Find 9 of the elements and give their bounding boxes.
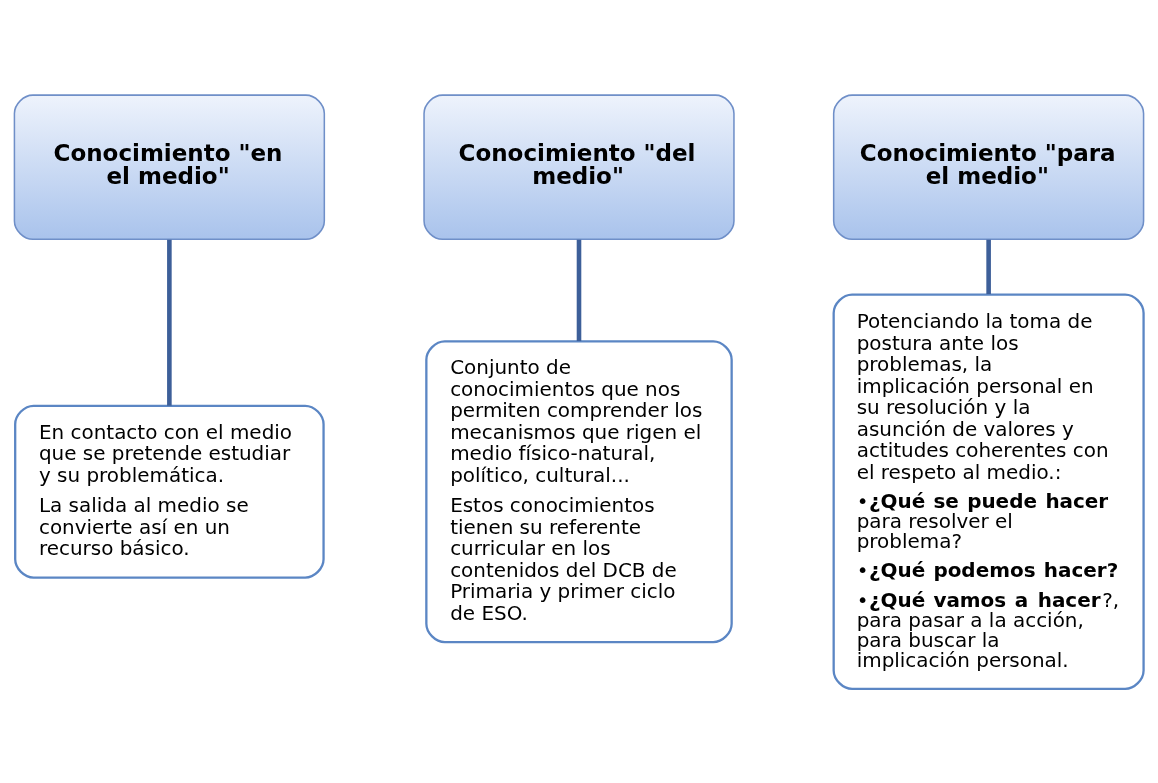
connector [576, 239, 582, 341]
node-box: En contacto con el medio que se pretende estudiar y su problemática. La salida al medio se convierte así en un recurso básico. [14, 404, 325, 579]
connector [167, 239, 172, 406]
node-box: Potenciando la toma de postura ante los problemas, la implicación personal en su resolución y la asunción de valores y actitudes coherentes con el respeto al medio.: •¿Qué se puede hacer para resolver el problema? •¿Qué podemos hacer? •¿Qué vamos a hacer?, para pasar a la acción, para buscar la implicación personal. [832, 292, 1145, 690]
node-box: Conocimiento "del medio" [423, 93, 735, 240]
connector [986, 239, 991, 294]
node-box: Conocimiento "en el medio" [13, 93, 326, 240]
node-box: Conjunto de conocimientos que nos permiten comprender los mecanismos que rigen el medio físico-natural, político, cultural... Estos conocimientos tienen su referente curricular en los contenidos del DCB de Primaria y primer ciclo de ESO. [425, 339, 733, 643]
node-box: Conocimiento "para el medio" [832, 93, 1145, 240]
